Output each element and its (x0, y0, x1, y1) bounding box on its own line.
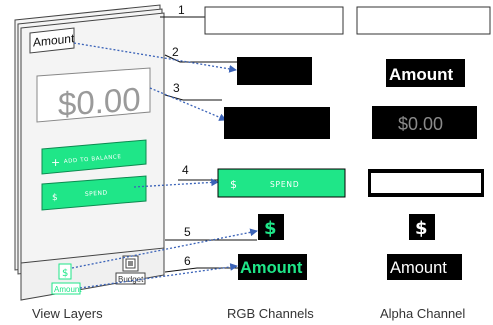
alpha-dollar-icon: $ (415, 218, 428, 239)
phone-balance-display: $0.00 (36, 67, 151, 124)
connector-6 (164, 267, 238, 273)
add-balance-label: ADD TO BALANCE (64, 154, 122, 165)
alpha-layer-1 (356, 6, 491, 35)
phone-add-balance-button[interactable]: + ADD TO BALANCE (41, 139, 147, 175)
connector-2 (164, 54, 237, 63)
arrow-amount-tab (79, 263, 238, 289)
rgb-layer-1 (204, 6, 344, 35)
connector-3 (164, 94, 222, 101)
alpha-balance-text: $0.00 (398, 114, 443, 134)
arrow-amount (73, 42, 237, 73)
budget-icon-inner (128, 261, 133, 266)
alpha-amount-tile: Amount (386, 59, 465, 87)
alpha-column: Amount $0.00 $ Amount (356, 6, 491, 280)
rgb-layer-3 (224, 107, 330, 139)
rgb-column: $ SPEND $ Amount (204, 6, 346, 280)
step-number-5: 5 (184, 225, 191, 239)
plus-icon: + (51, 156, 60, 169)
alpha-balance-tile: $0.00 (372, 106, 477, 139)
phone-spend-button[interactable]: $ SPEND (41, 175, 147, 211)
phone-tab-bar: $ Amount Budget (20, 247, 165, 301)
arrow-balance (149, 87, 227, 121)
step-number-1: 1 (178, 3, 185, 17)
alpha-dollar-tile: $ (409, 214, 435, 240)
rgb-dollar-tile: $ (258, 214, 284, 240)
rgb-spend-button: $ SPEND (217, 168, 346, 198)
spend-label: SPEND (85, 189, 108, 198)
phone-balance-text: $0.00 (58, 81, 141, 124)
rgb-spend-dollar-icon: $ (230, 178, 237, 191)
caption-alpha-channel: Alpha Channel (380, 306, 465, 321)
phone-amount-label: Amount (29, 27, 75, 54)
tab-amount-dollar-icon: $ (62, 268, 68, 279)
tab-budget-label: Budget (118, 275, 144, 284)
arrow-dollar (71, 228, 258, 269)
rgb-amount-tile: Amount (238, 254, 307, 280)
step-number-2: 2 (172, 45, 179, 59)
tab-amount[interactable]: $ Amount (51, 263, 82, 295)
step-number-3: 3 (173, 81, 180, 95)
alpha-spend-tile (368, 169, 484, 197)
alpha-amount-text: Amount (389, 65, 454, 84)
dollar-icon: $ (52, 193, 58, 203)
step-number-6: 6 (184, 254, 191, 268)
phone-amount-text: Amount (33, 31, 75, 49)
budget-icon (125, 258, 136, 269)
caption-view-layers: View Layers (32, 306, 103, 321)
tab-amount-label: Amount (54, 285, 82, 294)
step-connectors (160, 16, 257, 273)
step-number-4: 4 (182, 163, 189, 177)
rgb-amount-text: Amount (240, 259, 303, 277)
caption-rgb-channels: RGB Channels (227, 306, 314, 321)
rgb-layer-2 (237, 57, 312, 85)
rgb-dollar-icon: $ (264, 218, 277, 239)
rgb-spend-label: SPEND (270, 180, 299, 189)
alpha-amount-bottom-tile: Amount (387, 254, 462, 280)
dotted-arrows (71, 42, 258, 289)
alpha-amount-bottom-text: Amount (390, 259, 447, 277)
